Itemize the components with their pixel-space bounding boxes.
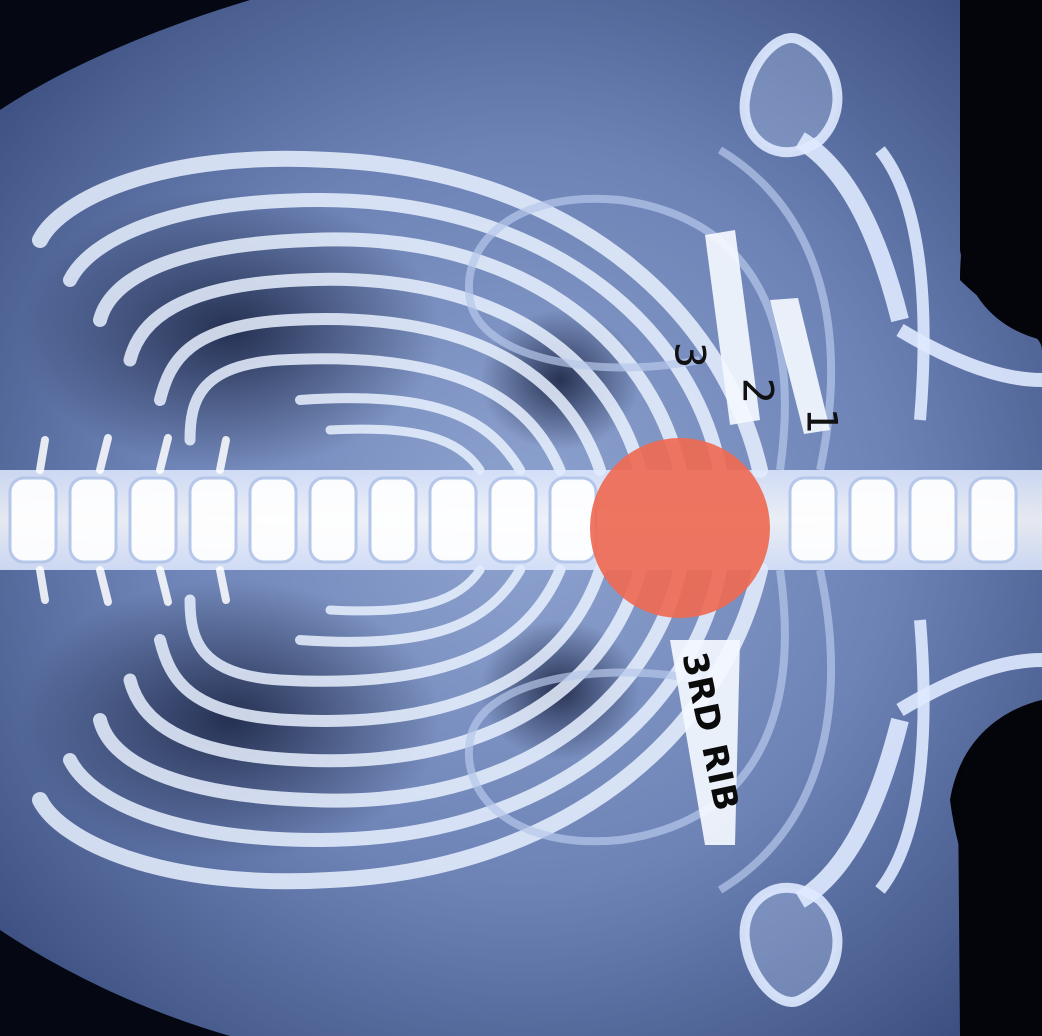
rib-number-3: 3	[668, 342, 710, 369]
rib-number-1: 1	[800, 408, 842, 435]
rib-number-2: 2	[736, 378, 778, 405]
third-rib-marker	[590, 438, 770, 618]
